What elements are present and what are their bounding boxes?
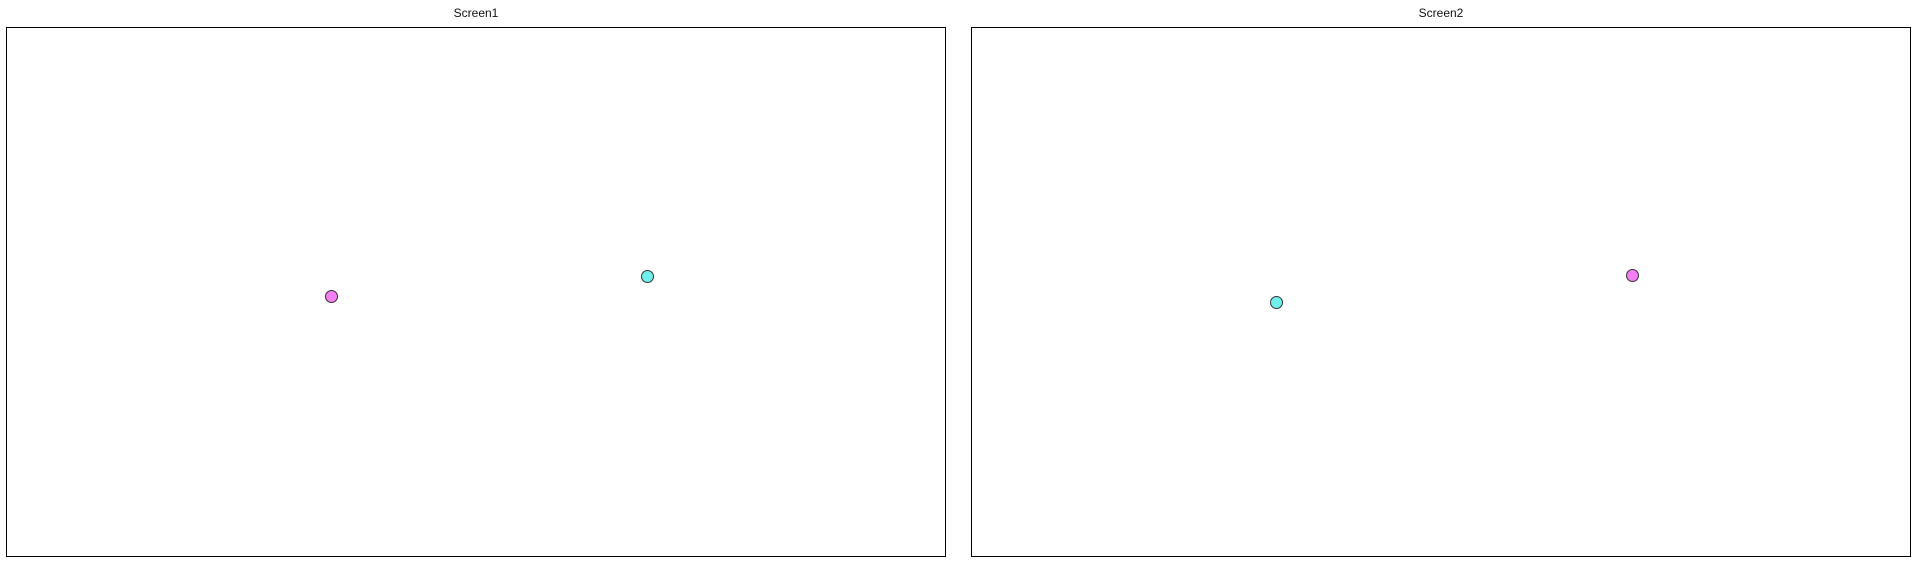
screen1-panel[interactable] <box>6 27 946 557</box>
screen2-title: Screen2 <box>1418 6 1464 20</box>
screen2-panel[interactable] <box>971 27 1911 557</box>
screen1-title: Screen1 <box>453 6 499 20</box>
magenta-dot[interactable] <box>1626 269 1639 282</box>
magenta-dot[interactable] <box>325 290 338 303</box>
cyan-dot[interactable] <box>641 270 654 283</box>
cyan-dot[interactable] <box>1270 296 1283 309</box>
